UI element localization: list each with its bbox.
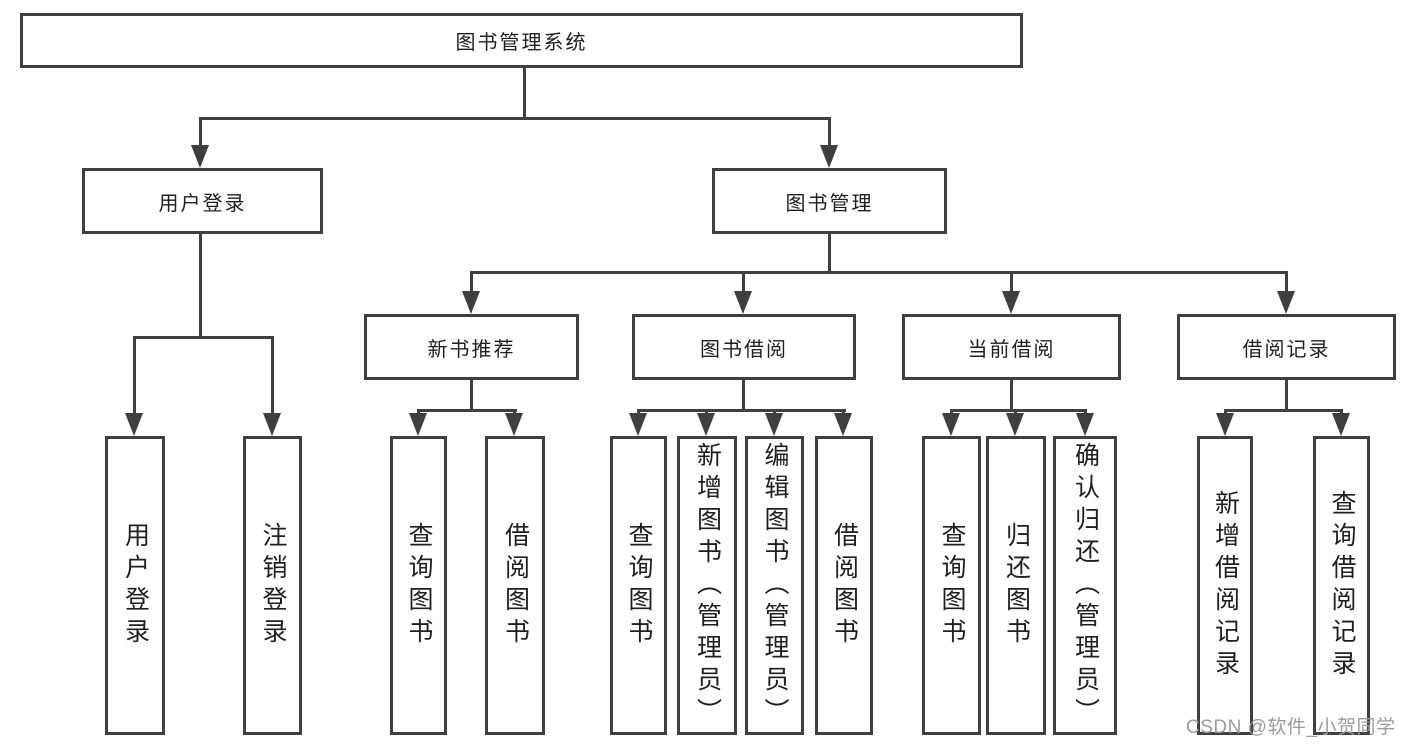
arrowhead-into-book-management [820,145,838,168]
leaf-borrow-add-books-admin: 新增图书（管理员） [677,436,737,735]
csdn-watermark: CSDN @软件_小贺同学 [1186,717,1396,738]
arrowhead-into-book-borrow [734,291,752,314]
connector-drop-leaf [1084,409,1087,415]
connector-drop-leaf [133,336,136,414]
arrowhead-into-leaf [697,413,715,436]
arrowhead-into-leaf [1216,413,1234,436]
arrowhead-into-current-borrow [1002,291,1020,314]
node-label: 图书管理 [785,192,874,215]
leaf-recommend-query-books: 查询图书 [390,436,447,735]
connector-borrow-records-bar [1224,409,1343,412]
connector-root-stem [523,68,526,118]
node-label: 图书管理系统 [455,32,588,54]
connector-drop-book-borrow [742,271,745,292]
leaf-label: 借阅图书 [830,521,859,650]
connector-book-management-bar [470,271,1288,274]
arrowhead-into-leaf [1006,413,1024,436]
connector-new-book-recommend-bar [417,409,517,412]
arrowhead-into-leaf [125,413,143,436]
leaf-user-login: 用户登录 [105,436,165,735]
leaf-label: 用户登录 [121,521,150,650]
leaf-current-confirm-return-admin: 确认归还（管理员） [1053,436,1117,735]
connector-current-borrow-stem [1010,379,1013,412]
connector-drop-leaf [513,409,516,415]
connector-drop-leaf [1340,409,1343,415]
connector-drop-leaf [950,409,953,415]
connector-current-borrow-bar [950,409,1087,412]
connector-drop-leaf [773,409,776,415]
connector-drop-book-management [828,117,831,147]
connector-drop-new-book-recommend [470,271,473,292]
connector-book-borrow-bar [637,409,846,412]
connector-drop-borrow-records [1285,271,1288,292]
connector-drop-leaf [1014,409,1017,415]
leaf-logout: 注销登录 [243,436,302,735]
leaf-borrow-query-books: 查询图书 [610,436,667,735]
leaf-current-query-books: 查询图书 [922,436,981,735]
arrowhead-into-leaf [629,413,647,436]
node-current-borrow: 当前借阅 [902,314,1121,380]
leaf-label: 归还图书 [1002,521,1031,650]
connector-user-login-stem [199,234,202,339]
arrowhead-into-leaf [505,413,523,436]
connector-root-bar [199,117,831,120]
arrowhead-into-leaf [1076,413,1094,436]
connector-user-login-bar [133,336,274,339]
connector-drop-current-borrow [1010,271,1013,292]
connector-new-book-recommend-stem [470,379,473,412]
node-label: 借阅记录 [1242,338,1331,361]
arrowhead-into-leaf [1332,413,1350,436]
connector-book-management-stem [828,234,831,273]
arrowhead-into-leaf [263,413,281,436]
node-book-management: 图书管理 [712,168,947,234]
connector-drop-leaf [705,409,708,415]
leaf-label: 查询图书 [625,521,653,650]
node-borrow-records: 借阅记录 [1177,314,1396,380]
leaf-label: 查询图书 [938,521,966,650]
leaf-borrow-edit-books-admin: 编辑图书（管理员） [745,436,804,735]
arrowhead-into-leaf [942,413,960,436]
leaf-label: 查询图书 [405,521,433,650]
leaf-current-return-books: 归还图书 [986,436,1046,735]
arrowhead-into-user-login [191,145,209,168]
node-label: 当前借阅 [967,338,1056,361]
leaf-records-query-borrow-record: 查询借阅记录 [1313,436,1370,735]
node-label: 用户登录 [158,192,247,215]
node-library-management-system: 图书管理系统 [20,13,1023,68]
leaf-label: 确认归还（管理员） [1071,441,1100,730]
connector-borrow-records-stem [1285,379,1288,412]
connector-drop-leaf [1224,409,1227,415]
node-label: 新书推荐 [427,338,516,361]
connector-drop-leaf [417,409,420,415]
leaf-label: 注销登录 [259,521,287,650]
node-book-borrow: 图书借阅 [632,314,856,380]
connector-book-borrow-stem [742,379,745,412]
arrowhead-into-leaf [409,413,427,436]
node-label: 图书借阅 [700,338,788,361]
connector-drop-leaf [271,336,274,414]
arrowhead-into-borrow-records [1277,291,1295,314]
leaf-records-add-borrow-record: 新增借阅记录 [1197,436,1253,735]
leaf-label: 编辑图书（管理员） [761,441,789,730]
connector-drop-leaf [637,409,640,415]
leaf-label: 新增图书（管理员） [693,441,722,730]
node-new-book-recommend: 新书推荐 [364,314,579,380]
connector-drop-leaf [842,409,845,415]
leaf-recommend-borrow-books: 借阅图书 [485,436,545,735]
connector-drop-user-login [199,117,202,147]
leaf-label: 新增借阅记录 [1211,489,1240,682]
node-user-login: 用户登录 [82,168,323,234]
leaf-label: 借阅图书 [501,521,530,650]
leaf-borrow-borrow-books: 借阅图书 [815,436,873,735]
leaf-label: 查询借阅记录 [1328,489,1356,682]
arrowhead-into-leaf [834,413,852,436]
arrowhead-into-leaf [765,413,783,436]
arrowhead-into-new-book-recommend [462,291,480,314]
